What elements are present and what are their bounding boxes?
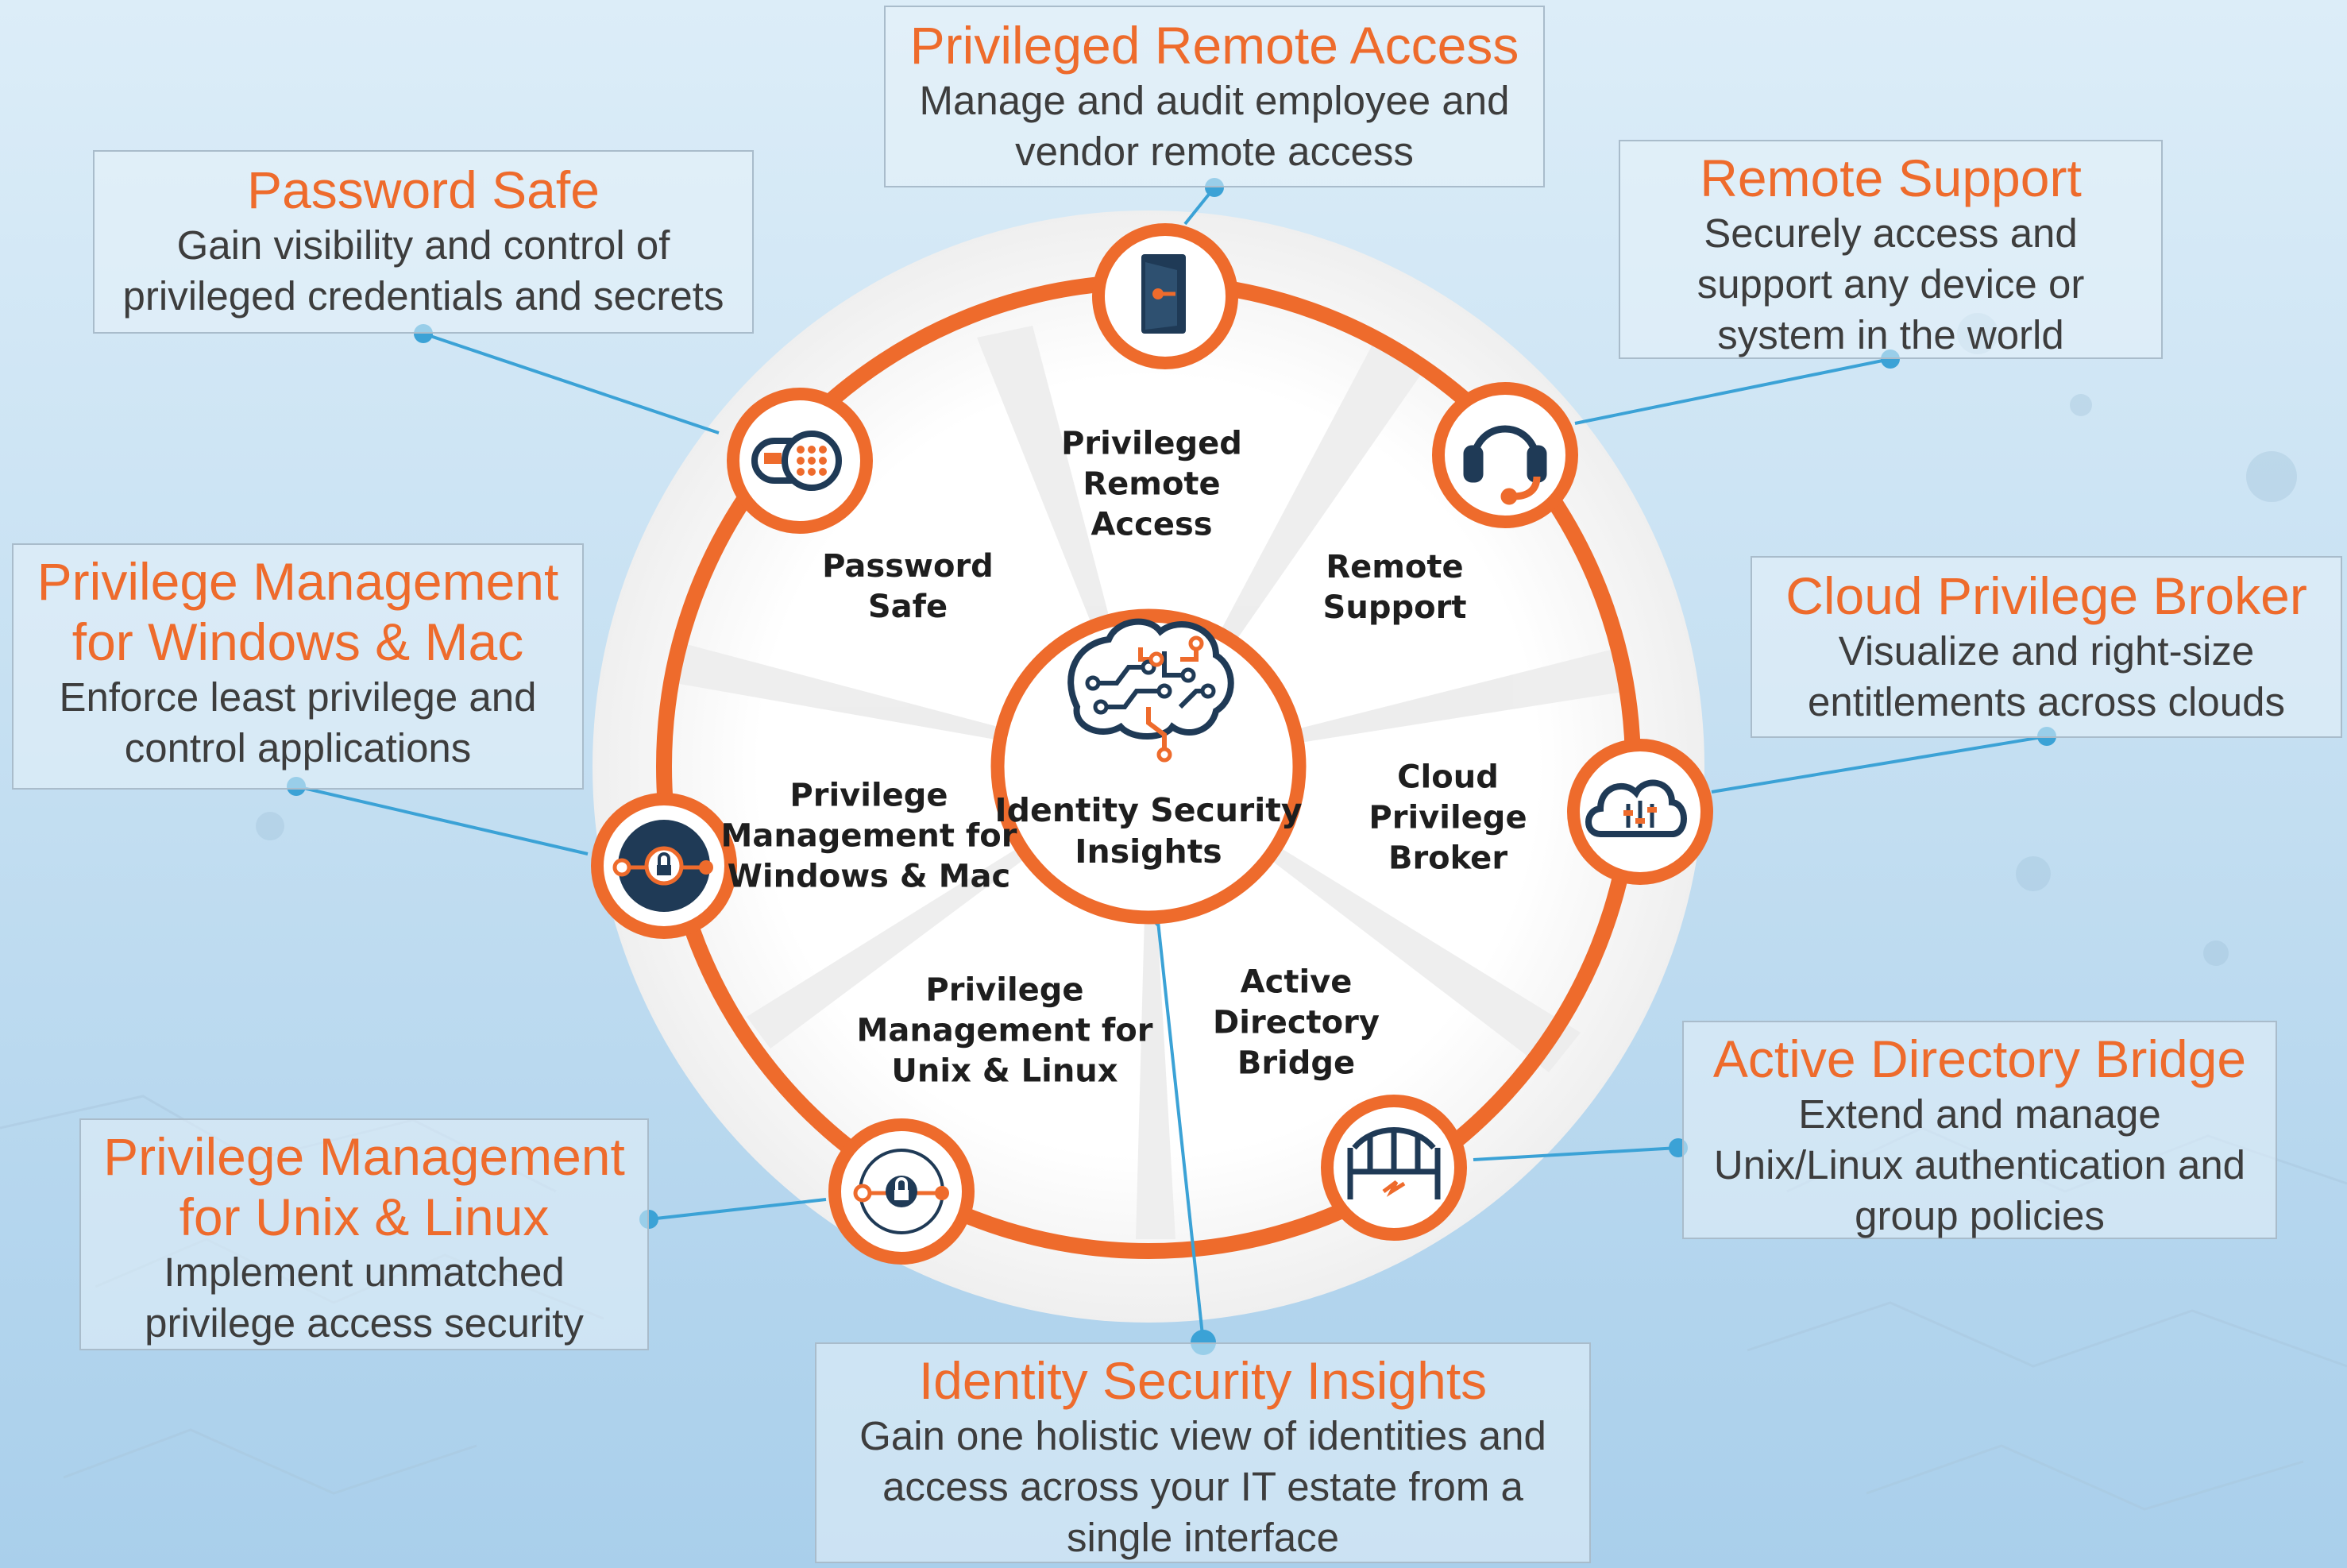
callout-title: Identity Security Insights [918,1351,1488,1410]
callout-description: Extend and manage Unix/Linux authenticat… [1713,1091,2246,1238]
callout-title: Privileged Remote Access [909,16,1519,75]
node-cloud-privilege-broker [1567,739,1713,885]
lock-nodes-icon [853,1149,949,1234]
connector-lines [295,186,2048,1343]
bridge-icon [1347,1127,1441,1199]
callout-identity-security-insights: Identity Security Insights Gain one holi… [815,1342,1591,1563]
node-active-directory-bridge [1321,1095,1467,1241]
callout-active-directory-bridge: Active Directory Bridge Extend and manag… [1682,1021,2277,1239]
callout-privileged-remote-access: Privileged Remote Access Manage and audi… [884,6,1545,187]
callout-pm-windows-mac: Privilege Management for Windows & Mac E… [12,543,584,790]
callout-description: Visualize and right-size entitlements ac… [1808,628,2285,724]
door-key-icon [1141,254,1186,334]
callout-password-safe: Password Safe Gain visibility and contro… [93,150,754,334]
callout-cloud-privilege-broker: Cloud Privilege Broker Visualize and rig… [1751,556,2342,738]
callout-description: Implement unmatched privilege access sec… [145,1249,584,1346]
callout-title: Remote Support [1700,149,2082,207]
callout-title: Privilege Management for Unix & Linux [103,1127,625,1246]
segment-label-pm-unix-linux: Privilege Management for Unix & Linux [856,971,1153,1090]
segment-label-pm-windows-mac: Privilege Management for Windows & Mac [720,777,1017,895]
callout-title: Cloud Privilege Broker [1785,566,2307,625]
cloud-sliders-icon [1585,779,1687,837]
node-pm-windows-mac [591,793,737,939]
callout-title: Privilege Management for Windows & Mac [37,552,559,671]
node-privileged-remote-access [1092,223,1238,369]
segment-label-password-safe: Password Safe [822,548,994,625]
keypad-safe-icon [751,431,842,491]
segment-label-remote-support: Remote Support [1322,549,1467,626]
center-label: Identity Security Insights [994,791,1303,871]
callout-description: Manage and audit employee and vendor rem… [919,78,1510,174]
lock-nodes-icon [612,820,713,912]
segment-label-cloud-privilege-broker: Cloud Privilege Broker [1368,759,1527,877]
callout-description: Gain one holistic view of identities and… [859,1413,1546,1560]
segment-label-privileged-remote-access: Privileged Remote Access [1061,425,1242,543]
callout-remote-support: Remote Support Securely access and suppo… [1619,140,2163,359]
node-password-safe [727,388,873,534]
callout-title: Password Safe [247,160,600,219]
callout-pm-unix-linux: Privilege Management for Unix & Linux Im… [79,1118,649,1350]
callout-description: Gain visibility and control of privilege… [122,222,724,319]
node-pm-unix-linux [828,1118,975,1265]
callout-description: Securely access and support any device o… [1697,210,2085,357]
callout-description: Enforce least privilege and control appl… [59,674,537,770]
segment-label-active-directory-bridge: Active Directory Bridge [1213,964,1380,1082]
node-remote-support [1432,382,1578,528]
brain-circuit-icon [1067,618,1234,763]
callout-title: Active Directory Bridge [1712,1029,2247,1088]
headset-icon [1463,425,1547,505]
